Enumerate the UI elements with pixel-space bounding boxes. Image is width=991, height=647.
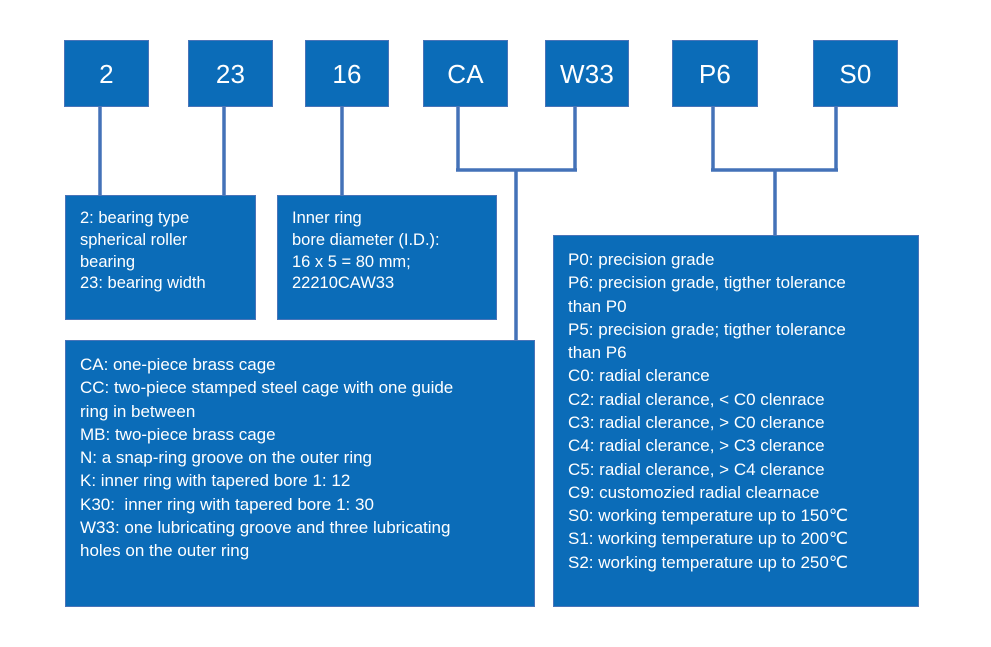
code-box-w33-label: W33 <box>559 58 615 89</box>
code-box-p6-label: P6 <box>698 58 732 89</box>
code-box-16-label: 16 <box>332 58 362 89</box>
code-box-ca-label: CA <box>447 58 484 89</box>
description-bearing-type: 2: bearing type spherical roller bearing… <box>65 195 256 320</box>
code-box-2[interactable]: 2 <box>64 40 149 107</box>
code-box-2-label: 2 <box>99 58 114 89</box>
code-box-p6[interactable]: P6 <box>672 40 758 107</box>
code-box-s0-label: S0 <box>839 58 872 89</box>
code-box-ca[interactable]: CA <box>423 40 508 107</box>
description-precision-clearance: P0: precision grade P6: precision grade,… <box>553 235 919 607</box>
description-cage-suffixes: CA: one-piece brass cage CC: two-piece s… <box>65 340 535 607</box>
code-box-23[interactable]: 23 <box>188 40 273 107</box>
description-inner-ring-bore: Inner ring bore diameter (I.D.): 16 x 5 … <box>277 195 497 320</box>
code-box-16[interactable]: 16 <box>305 40 389 107</box>
code-box-s0[interactable]: S0 <box>813 40 898 107</box>
code-box-w33[interactable]: W33 <box>545 40 629 107</box>
code-box-23-label: 23 <box>215 58 246 89</box>
